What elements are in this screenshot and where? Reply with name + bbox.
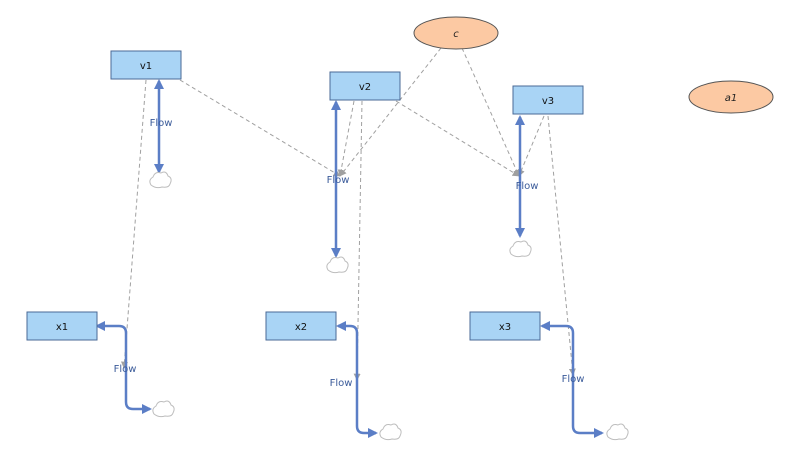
cloud-icon bbox=[509, 240, 532, 258]
auxiliary-a1[interactable]: a1 bbox=[688, 80, 774, 114]
auxiliary-c[interactable]: c bbox=[413, 16, 499, 50]
stock-x2[interactable]: x2 bbox=[265, 311, 337, 341]
flow-label-x3: Flow bbox=[562, 374, 585, 385]
cloud-icon bbox=[379, 423, 402, 441]
stock-label-v3: v3 bbox=[542, 96, 554, 107]
stock-label-x3: x3 bbox=[499, 322, 511, 333]
stock-x1[interactable]: x1 bbox=[26, 311, 98, 341]
link-v3-flow-v3 bbox=[518, 115, 545, 177]
cloud-icon bbox=[149, 171, 172, 189]
link-c-flow-v3 bbox=[461, 47, 520, 177]
cloud-icon bbox=[606, 423, 629, 441]
link-v1-x1 bbox=[120, 79, 147, 369]
stock-v2[interactable]: v2 bbox=[329, 71, 401, 101]
stock-x3[interactable]: x3 bbox=[469, 311, 541, 341]
stocks: v1 v2 v3 x1 x2 x3 bbox=[26, 50, 584, 341]
stock-label-v1: v1 bbox=[140, 61, 152, 72]
stock-label-x1: x1 bbox=[56, 322, 68, 333]
flow-label-x2: Flow bbox=[330, 378, 353, 389]
link-v2-flow-v3 bbox=[395, 100, 520, 177]
flow-pipes bbox=[95, 79, 604, 438]
auxiliary-label-a1: a1 bbox=[725, 93, 738, 104]
clouds bbox=[149, 171, 629, 441]
flow-labels: Flow Flow Flow Flow Flow Flow bbox=[114, 118, 585, 389]
stock-v3[interactable]: v3 bbox=[512, 85, 584, 115]
stock-v1[interactable]: v1 bbox=[110, 50, 182, 80]
link-v3-x3 bbox=[547, 115, 576, 376]
flow-pipe-x3[interactable] bbox=[540, 321, 604, 438]
flow-pipe-x2[interactable] bbox=[336, 321, 378, 438]
flow-label-v3: Flow bbox=[516, 181, 539, 192]
flow-pipe-x1[interactable] bbox=[95, 321, 152, 414]
stock-label-x2: x2 bbox=[295, 322, 307, 333]
cloud-icon bbox=[326, 256, 349, 274]
flow-label-v2: Flow bbox=[327, 175, 350, 186]
auxiliaries: c a1 bbox=[413, 16, 774, 114]
link-v2-flow-v2 bbox=[337, 100, 355, 177]
stock-label-v2: v2 bbox=[359, 82, 371, 93]
cloud-icon bbox=[152, 400, 175, 418]
link-c-flow-v2 bbox=[339, 47, 442, 177]
flow-label-v1: Flow bbox=[150, 118, 173, 129]
link-v1-flow-v2 bbox=[179, 79, 341, 177]
auxiliary-label-c: c bbox=[453, 29, 459, 40]
flow-label-x1: Flow bbox=[114, 364, 137, 375]
